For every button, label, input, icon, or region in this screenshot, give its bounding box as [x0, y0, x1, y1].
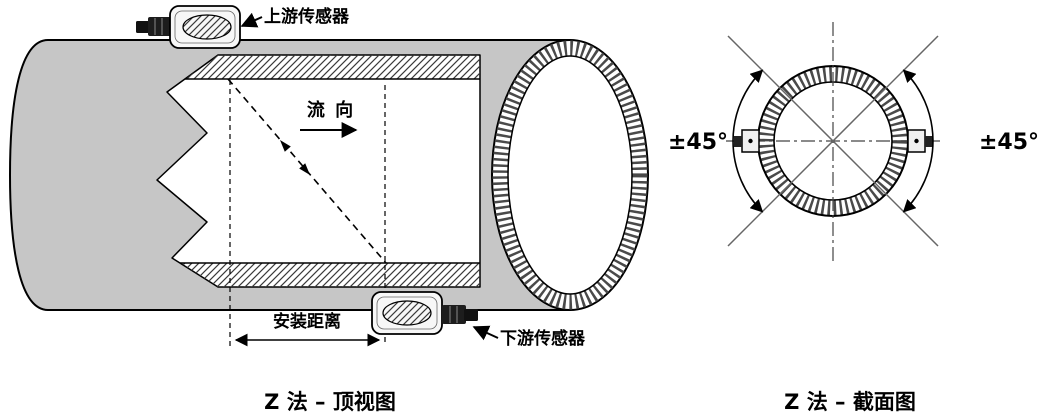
flow-direction-label: 流 向 [307, 99, 355, 121]
section-transducer-left [734, 129, 760, 153]
signal-arrow-down-icon [299, 163, 310, 175]
pipe-mouth-rim-hatch [492, 40, 648, 310]
section-transducer-right [907, 129, 933, 153]
z-method-cross-section: ±45° ±45° [668, 22, 1039, 262]
angle-label-left: ±45° [668, 130, 728, 155]
caption-top-view: Z 法 – 顶视图 [264, 390, 396, 414]
pipe-cutaway [156, 54, 481, 288]
z-method-top-view: 流 向 安装距离 上游传感器 下游传感器 [9, 5, 649, 349]
swing-arc-left-icon [732, 69, 764, 213]
downstream-transducer [371, 291, 478, 335]
pipe-ring-hatch [758, 66, 908, 216]
swing-arc-right-icon [902, 69, 934, 213]
upstream-callout-arrow-icon [240, 12, 263, 28]
caption-cross-section: Z 法 – 截面图 [784, 390, 916, 414]
install-distance-label: 安装距离 [273, 311, 341, 332]
downstream-callout-arrow-icon [472, 325, 499, 341]
upstream-transducer [136, 5, 241, 49]
signal-arrow-up-icon [280, 140, 291, 152]
angle-label-right: ±45° [979, 130, 1039, 155]
downstream-sensor-label: 下游传感器 [500, 328, 586, 349]
upstream-sensor-label: 上游传感器 [264, 6, 350, 27]
pipe-mouth-inner [507, 55, 633, 295]
